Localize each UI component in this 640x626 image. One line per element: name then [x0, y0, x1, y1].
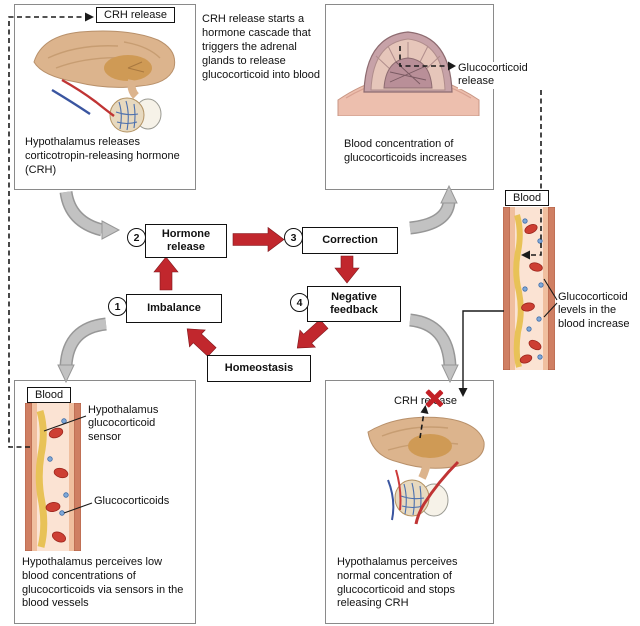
glucocorticoid-sensor-label: Hypothalamus glucocorticoid sensor	[88, 404, 159, 443]
top-right-caption: Blood concentration of glucocorticoids i…	[344, 138, 467, 164]
gray-arrow-imbalance-to-bottomleft	[57, 317, 107, 384]
right-blood-vessel-illustration	[503, 207, 555, 370]
step-correction: Correction	[302, 227, 398, 254]
step-number-2: 2	[127, 228, 146, 247]
hypothalamus-pituitary-illustration	[33, 30, 176, 133]
step-negative-feedback: Negative feedback	[307, 286, 401, 322]
blood-label-right: Blood	[505, 190, 550, 206]
left-blood-vessel-illustration	[25, 403, 81, 551]
step-hormone-release: Hormone release	[145, 224, 227, 258]
gray-arrow-negfeedback-to-bottomright	[408, 313, 459, 384]
bottom-left-caption: Hypothalamus perceives low blood concent…	[22, 556, 184, 610]
crh-blocked-x-icon	[424, 388, 444, 408]
step-number-3: 3	[284, 228, 303, 247]
arrow-vessel-to-bottomright	[462, 310, 504, 388]
step-number-4: 4	[290, 293, 309, 312]
gray-arrow-correction-to-topright	[409, 184, 458, 235]
red-arrow-imbalance-to-hormone	[153, 256, 179, 291]
step-imbalance: Imbalance	[126, 294, 222, 323]
glucocorticoids-label: Glucocorticoids	[94, 495, 170, 507]
red-arrow-correction-to-negfeedback	[334, 255, 360, 284]
homeostasis-box: Homeostasis	[207, 355, 311, 382]
blood-label-bottom-left: Blood	[27, 387, 72, 403]
glucocorticoid-release-label: Glucocorticoid release	[458, 62, 540, 89]
top-left-caption: Hypothalamus releases corticotropin-rele…	[25, 136, 180, 176]
crh-release-label-top: CRH release	[96, 7, 175, 23]
step-number-1: 1	[108, 297, 127, 316]
gray-arrow-topleft-to-step2	[59, 190, 121, 240]
hypothalamus-shutoff-illustration	[367, 416, 485, 525]
glucocorticoid-levels-label: Glucocorticoid levels in the blood incre…	[558, 291, 630, 330]
bottom-right-caption: Hypothalamus perceives normal concentrat…	[337, 556, 458, 610]
red-arrow-hormone-to-correction	[232, 226, 285, 253]
cascade-note: CRH release starts a hormone cascade tha…	[202, 13, 321, 82]
